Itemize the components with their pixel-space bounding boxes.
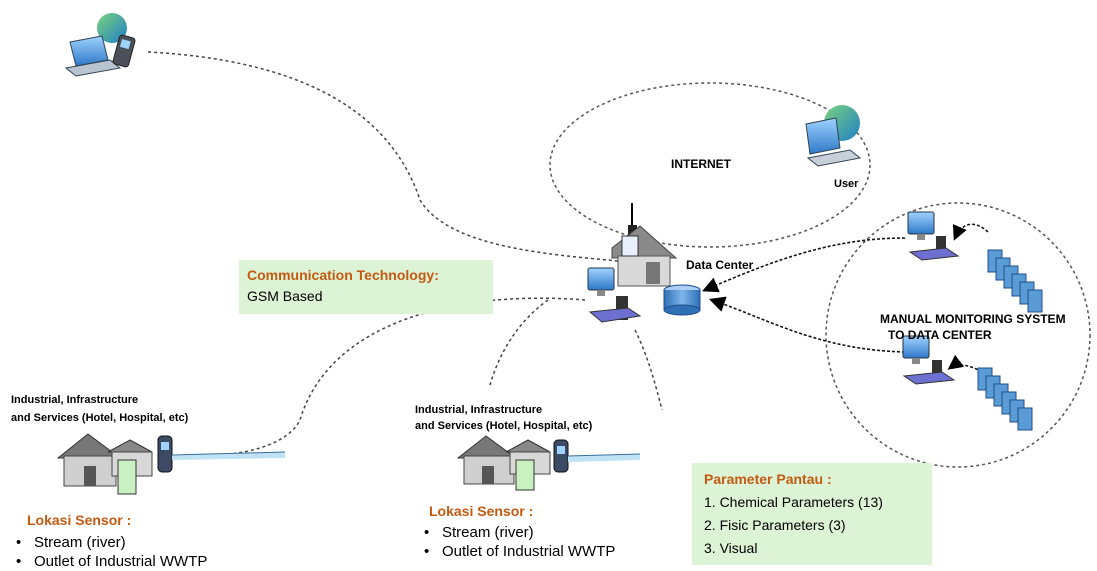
communication-value: GSM Based	[247, 288, 323, 304]
parameter-item: 2. Fisic Parameters (3)	[704, 517, 846, 533]
arrow-manual-bottom	[708, 296, 906, 353]
manual-station-top-icon	[907, 211, 960, 261]
lokasi-mid-list: Stream (river) Outlet of Industrial WWTP	[420, 523, 615, 561]
link-left-industry	[219, 297, 586, 456]
industrial-left-label-line1: Industrial, Infrastructure	[11, 394, 139, 406]
lokasi-left-item: Stream (river)	[12, 533, 207, 552]
user-computer-icon	[805, 105, 862, 167]
parameter-title: Parameter Pantau :	[704, 471, 832, 487]
communication-title: Communication Technology:	[247, 267, 439, 283]
arrow-doc-bottom	[947, 354, 991, 379]
manual-monitoring-label-line1: MANUAL MONITORING SYSTEM	[880, 312, 1066, 326]
industrial-mid-label-line1: Industrial, Infrastructure	[415, 404, 543, 416]
parameter-item: 1. Chemical Parameters (13)	[704, 494, 883, 510]
lokasi-mid-item: Stream (river)	[420, 523, 615, 542]
lokasi-mid-item: Outlet of Industrial WWTP	[420, 542, 615, 561]
manual-monitoring-label-line2: TO DATA CENTER	[888, 328, 992, 342]
arrow-manual-top	[702, 237, 906, 293]
link-mid-industry	[489, 299, 549, 386]
document-stack-top-icon	[987, 249, 1043, 313]
data-center-icon	[587, 203, 701, 323]
lokasi-left-title: Lokasi Sensor :	[27, 512, 132, 528]
manual-monitoring-boundary	[825, 202, 1091, 468]
remote-access-icon	[64, 13, 136, 77]
parameter-box: Parameter Pantau : 1. Chemical Parameter…	[692, 463, 932, 565]
internet-label: INTERNET	[671, 157, 731, 171]
user-label: User	[834, 178, 859, 190]
industry-left-icon	[56, 433, 286, 495]
industrial-left-label-line2: and Services (Hotel, Hospital, etc)	[11, 412, 189, 424]
link-remote-laptop	[147, 51, 629, 263]
arrow-doc-top	[952, 223, 989, 241]
link-center-down	[634, 329, 663, 411]
document-stack-bottom-icon	[977, 367, 1033, 431]
lokasi-mid-title: Lokasi Sensor :	[429, 503, 534, 519]
industry-mid-icon	[456, 435, 641, 491]
industrial-mid-label-line2: and Services (Hotel, Hospital, etc)	[415, 420, 593, 432]
lokasi-left-list: Stream (river) Outlet of Industrial WWTP	[12, 533, 207, 571]
lokasi-left-item: Outlet of Industrial WWTP	[12, 552, 207, 571]
communication-box: Communication Technology: GSM Based	[239, 260, 493, 314]
data-center-label: Data Center	[686, 258, 754, 272]
parameter-item: 3. Visual	[704, 540, 758, 556]
manual-station-bottom-icon	[902, 335, 956, 385]
internet-cloud	[549, 82, 871, 248]
